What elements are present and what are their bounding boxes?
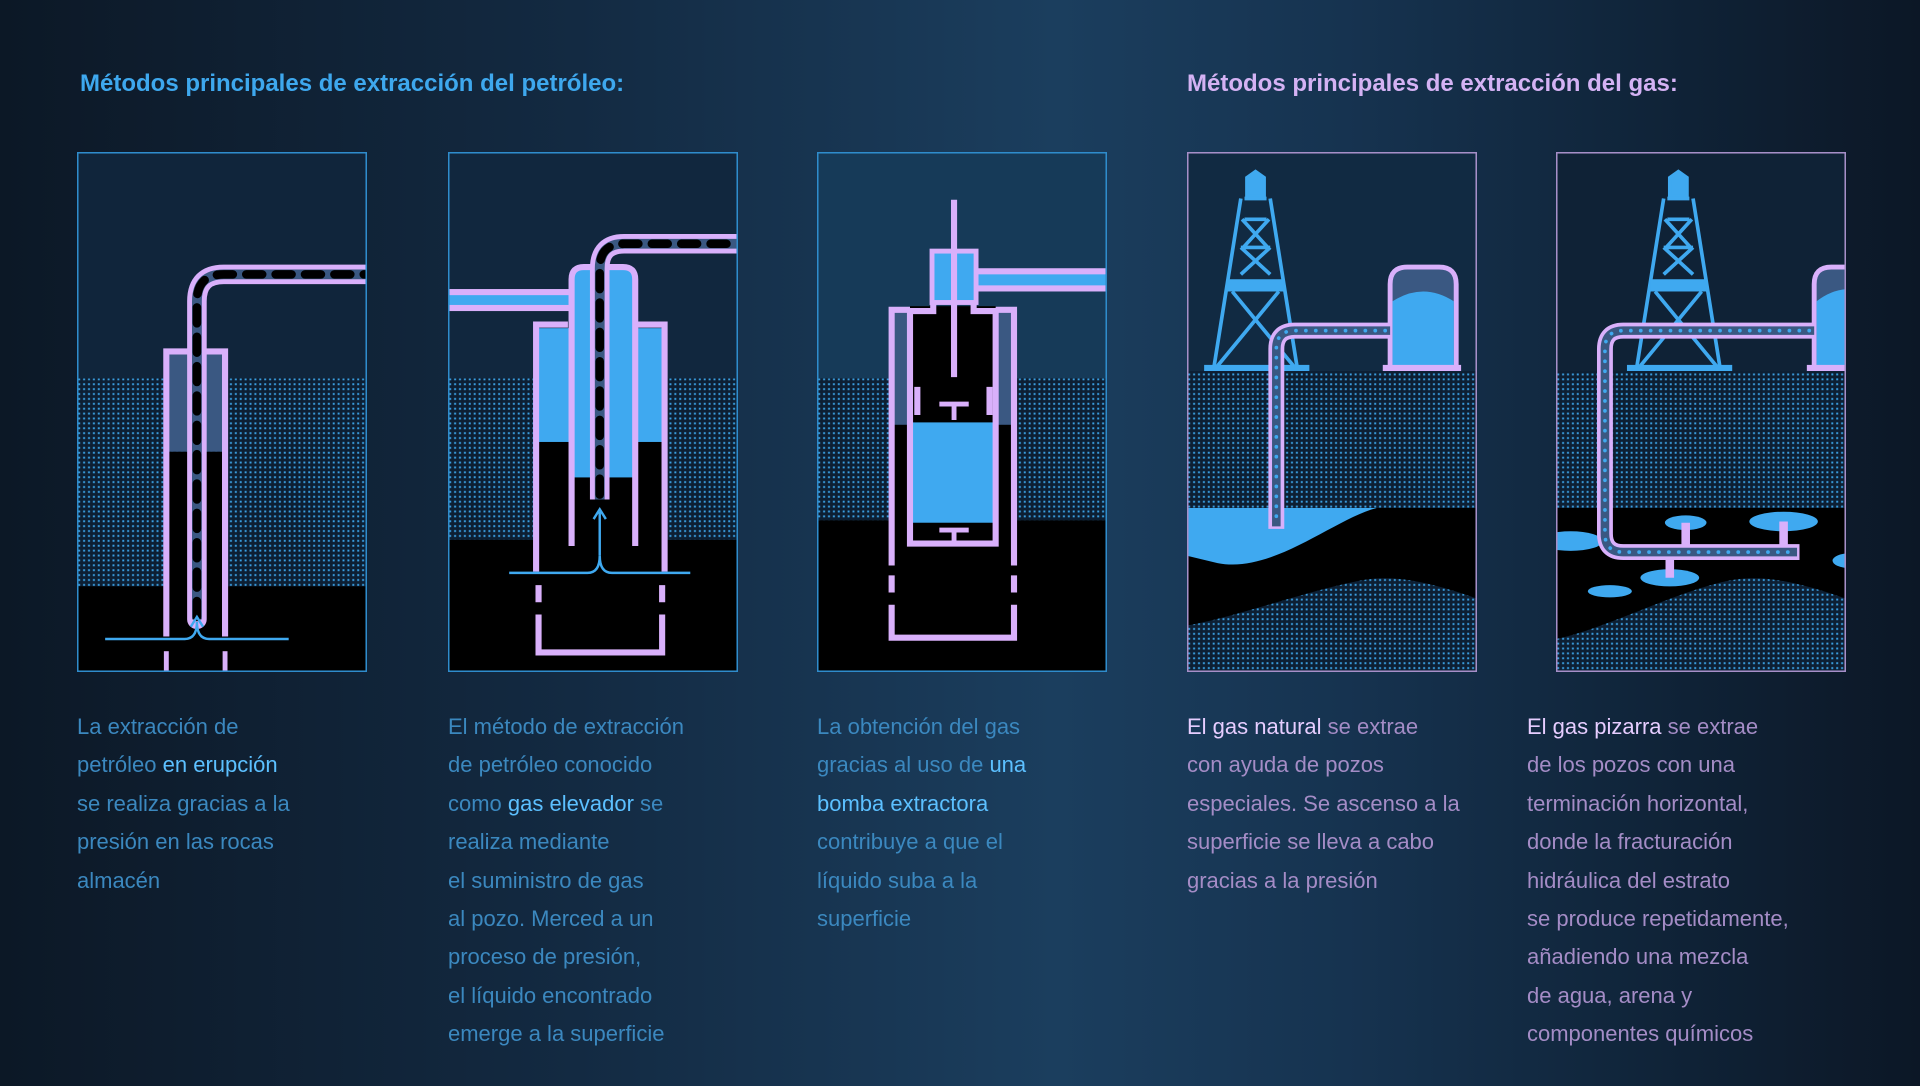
oil-section-title: Métodos principales de extracción del pe… bbox=[80, 70, 625, 97]
description-shale-gas: El gas pizarra se extrae de los pozos co… bbox=[1527, 708, 1789, 1054]
description-highlight: El gas natural bbox=[1187, 714, 1322, 739]
description-text: se realiza mediante el suministro de gas… bbox=[448, 790, 665, 1047]
derrick-icon bbox=[1204, 169, 1310, 372]
well-bottom bbox=[535, 585, 666, 656]
production-tube bbox=[187, 264, 367, 630]
gas-section-title: Métodos principales de extracción del ga… bbox=[1187, 70, 1678, 97]
description-eruption: La extracción de petróleo en erupción se… bbox=[77, 708, 290, 900]
description-natural-gas: El gas natural se extrae con ayuda de po… bbox=[1187, 708, 1460, 900]
description-text: La obtención del gas gracias al uso de bbox=[817, 714, 1021, 778]
diagram-shale-gas bbox=[1556, 152, 1846, 672]
production-tube bbox=[589, 233, 738, 500]
description-highlight: gas elevador bbox=[507, 790, 634, 816]
gas-pipe bbox=[1268, 322, 1391, 529]
gas-tank bbox=[1806, 264, 1846, 372]
description-text: se extrae con ayuda de pozos especiales.… bbox=[1187, 714, 1460, 893]
outlet-pipe bbox=[973, 268, 1107, 292]
description-highlight: El gas pizarra bbox=[1527, 714, 1662, 739]
diagram-natural-gas bbox=[1187, 152, 1477, 672]
description-highlight: en erupción bbox=[162, 752, 278, 778]
diagram-oil-gas-lift bbox=[448, 152, 738, 672]
description-text: se extrae de los pozos con una terminaci… bbox=[1527, 714, 1789, 1047]
pressure-arrow bbox=[509, 506, 691, 575]
gas-tank bbox=[1382, 264, 1462, 372]
description-highlight: una bomba extractora bbox=[817, 752, 1027, 816]
well-bottom-marks bbox=[163, 651, 228, 672]
description-text: El método de extracción de petróleo cono… bbox=[448, 714, 685, 816]
description-pump: La obtención del gas gracias al uso de u… bbox=[817, 708, 1026, 938]
horizontal-well-pipe bbox=[1596, 322, 1815, 578]
well-bottom bbox=[888, 575, 1018, 641]
gas-pockets bbox=[1556, 511, 1846, 598]
description-text: contribuye a que el líquido suba a la su… bbox=[817, 829, 1003, 932]
shale-layer bbox=[1556, 508, 1846, 639]
diagram-oil-pump bbox=[817, 152, 1107, 672]
description-text: se realiza gracias a la presión en las r… bbox=[77, 790, 290, 893]
gas-reservoir bbox=[1187, 508, 1377, 565]
diagram-oil-eruption bbox=[77, 152, 367, 672]
description-gas-lift: El método de extracción de petróleo cono… bbox=[448, 708, 684, 1054]
gas-injection-pipe bbox=[448, 289, 571, 312]
description-text: La extracción de petróleo bbox=[77, 714, 239, 778]
